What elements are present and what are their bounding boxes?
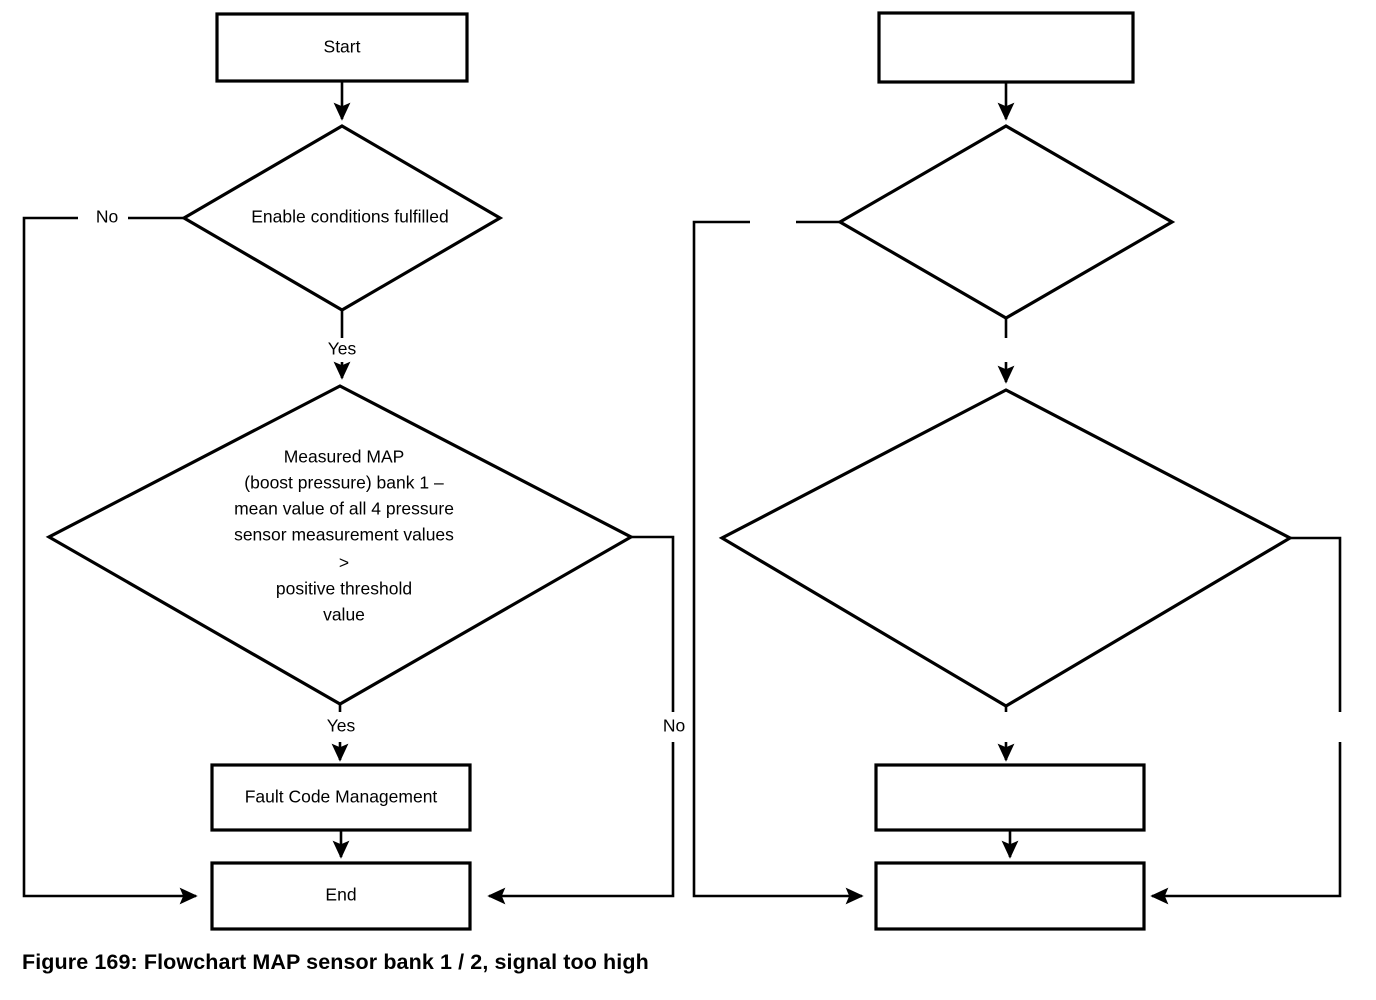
left-end-label: End (325, 885, 356, 905)
left-compare-line5: > (339, 553, 349, 573)
right-fault-box (874, 763, 1146, 832)
left-compare-line3: mean value of all 4 pressure (234, 499, 454, 519)
right-compare-diamond (718, 388, 1294, 708)
right-end-box (874, 861, 1146, 931)
left-compare-line4: sensor measurement values (234, 525, 454, 545)
left-compare-line7: value (323, 605, 365, 625)
left-enable-label: Enable conditions fulfilled (251, 207, 449, 227)
left-start-label: Start (324, 37, 361, 57)
left-compare-line1: Measured MAP (284, 447, 405, 467)
left-enable-no-path (22, 216, 198, 905)
left-compare-no-path (487, 742, 675, 905)
left-end-box (210, 861, 472, 931)
left-flowchart-group: Start Enable conditions fulfilled No Yes… (22, 12, 685, 931)
left-enable-no-label: No (96, 207, 118, 227)
right-enable-diamond (836, 124, 1176, 320)
left-compare-line6: positive threshold (276, 579, 412, 599)
right-flowchart-group (692, 11, 1342, 931)
left-enable-yes-label: Yes (328, 339, 357, 359)
left-compare-line2: (boost pressure) bank 1 – (244, 473, 444, 493)
left-compare-no-seg-a (631, 535, 675, 712)
figure-caption: Figure 169: Flowchart MAP sensor bank 1 … (22, 950, 649, 974)
left-fault-label: Fault Code Management (245, 787, 438, 807)
right-enable-no-path (692, 220, 864, 905)
right-compare-no-path (1150, 742, 1342, 905)
right-compare-no-seg-a (1290, 536, 1342, 712)
left-compare-no-label: No (663, 716, 685, 736)
left-start-box (215, 12, 469, 83)
left-compare-diamond (45, 384, 635, 706)
right-start-box (877, 11, 1135, 84)
left-compare-yes-label: Yes (327, 716, 356, 736)
